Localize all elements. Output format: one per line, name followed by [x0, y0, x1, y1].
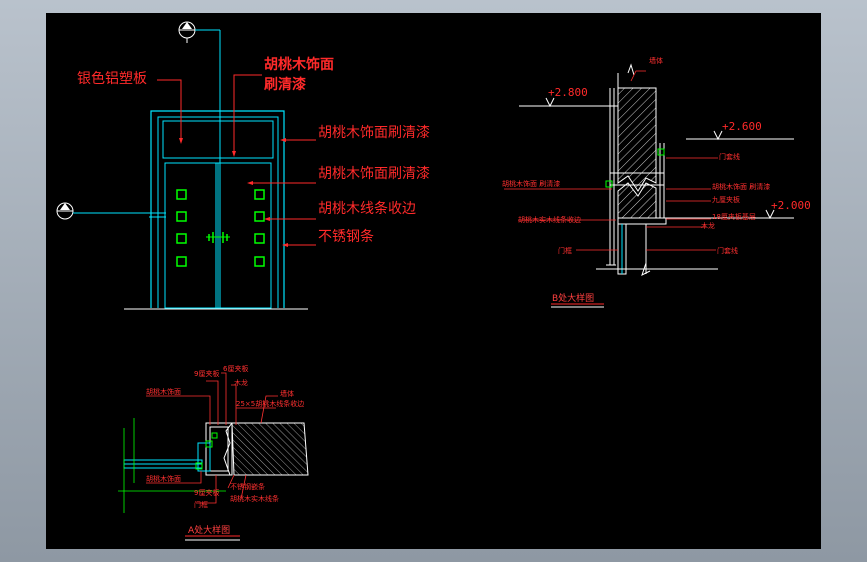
detail-b-section: +2.800 +2.600 +2.000 墙体 门套线 胡桃木饰面 刷清漆 胡桃… — [502, 56, 811, 308]
note-b-door-leaf: 门套线 — [719, 152, 740, 161]
door-inlay-right — [254, 189, 265, 267]
note-a-walnut-strip: 25×5胡桃木线条收边 — [236, 399, 304, 408]
note-a-wall: 墙体 — [280, 389, 294, 398]
cad-drawing-viewport[interactable]: 银色铝塑板 胡桃木饰面 刷清漆 胡桃木饰面刷清漆 胡桃木饰面刷清漆 胡桃木线条收… — [46, 13, 821, 549]
note-b-wood-keel: 木龙 — [701, 221, 715, 230]
note-a-steel: 不锈钢嵌条 — [230, 482, 265, 491]
note-a-wood: 木龙 — [234, 378, 248, 387]
label-silver-panel: 银色铝塑板 — [77, 70, 147, 87]
door-handle-icon — [206, 232, 230, 243]
label-walnut-varnish-1: 胡桃木饰面刷清漆 — [318, 125, 430, 141]
note-a-walnut-solid: 胡桃木实木线条 — [230, 494, 279, 503]
label-steel-strip: 不锈钢条 — [318, 228, 374, 245]
elevation-mid: +2.600 — [722, 120, 762, 133]
note-a-walnut-bottom: 胡桃木饰面 — [146, 474, 181, 483]
section-marker-top — [178, 21, 221, 173]
section-marker-left — [56, 202, 166, 220]
note-a-ply-b: 6厘夹板 — [223, 364, 248, 373]
note-b-door-trim: 门套线 — [717, 246, 738, 255]
note-b-plywood: 九厘夹板 — [712, 195, 740, 204]
note-a-walnut-face: 胡桃木饰面 — [146, 387, 181, 396]
detail-a-title: A处大样图 — [188, 524, 230, 536]
door-elevation: 银色铝塑板 胡桃木饰面 刷清漆 胡桃木饰面刷清漆 胡桃木饰面刷清漆 胡桃木线条收… — [56, 21, 430, 310]
detail-a-section: 9厘夹板 6厘夹板 木龙 墙体 胡桃木饰面 25×5胡桃木线条收边 胡桃木饰面 … — [118, 364, 309, 541]
note-b-walnut-right: 胡桃木饰面 刷清漆 — [712, 182, 770, 191]
note-a-ply-a: 9厘夹板 — [194, 369, 219, 378]
note-b-board-base: 胡桃木实木线条收边 — [518, 215, 581, 224]
label-walnut-face: 胡桃木饰面 — [264, 56, 334, 73]
note-b-wall: 墙体 — [649, 56, 663, 65]
label-walnut-trim: 胡桃木线条收边 — [318, 200, 416, 217]
label-walnut-varnish-2: 胡桃木饰面刷清漆 — [318, 166, 430, 182]
note-a-ply-bottom: 9厘夹板 — [194, 488, 219, 497]
elevation-low: +2.000 — [771, 199, 811, 212]
note-a-door-frame: 门框 — [194, 500, 208, 509]
note-b-walnut-left: 胡桃木饰面 刷清漆 — [502, 179, 560, 188]
label-walnut-varnish: 刷清漆 — [264, 76, 306, 93]
note-b-door-frame: 门框 — [558, 246, 572, 255]
note-b-ply18: 18厘夹板基层 — [712, 212, 756, 221]
detail-b-title: B处大样图 — [552, 292, 594, 304]
door-inlay-left — [176, 189, 187, 267]
elevation-top: +2.800 — [548, 86, 588, 99]
